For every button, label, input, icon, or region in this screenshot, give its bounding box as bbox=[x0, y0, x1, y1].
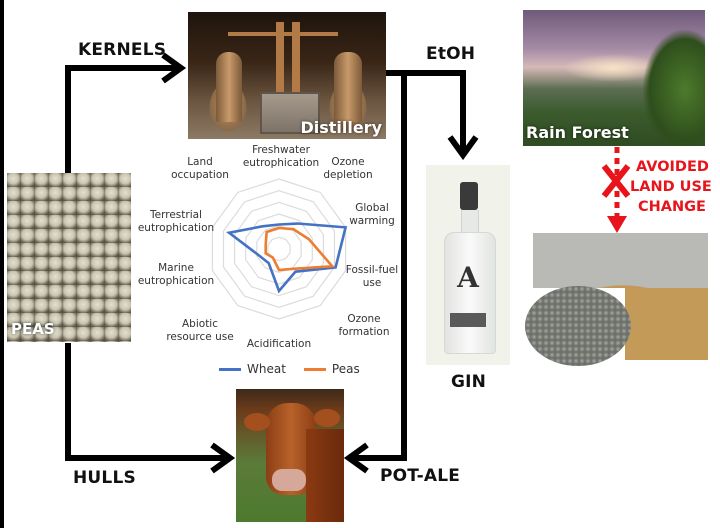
axis-label-line: eutrophication bbox=[137, 222, 215, 234]
axis-label-freshwater-eutrophication: Freshwater eutrophication bbox=[236, 144, 326, 170]
axis-label-line: Terrestrial bbox=[150, 209, 202, 221]
axis-label-line: depletion bbox=[323, 169, 373, 181]
chart-legend: Wheat Peas bbox=[219, 362, 360, 376]
radar-series-wheat bbox=[225, 222, 348, 294]
wheat-legend-swatch bbox=[219, 367, 241, 371]
axis-label-marine-eutrophication: Marine eutrophication bbox=[134, 262, 218, 288]
gin-bottle-photo: A bbox=[426, 165, 510, 365]
axis-label-line: Freshwater bbox=[252, 144, 310, 156]
pot-ale-label: POT-ALE bbox=[380, 466, 461, 486]
kernels-arrowhead bbox=[161, 52, 187, 84]
hulls-arrowhead bbox=[210, 442, 236, 474]
distillery-caption: Distillery bbox=[300, 118, 382, 137]
axis-label-line: Ozone bbox=[331, 156, 365, 168]
radar-grid-ring bbox=[267, 236, 291, 262]
peas-legend-label: Peas bbox=[331, 362, 360, 376]
radar-series-peas bbox=[264, 226, 335, 272]
gin-label: GIN bbox=[451, 372, 487, 392]
axis-label-line: Land bbox=[187, 156, 213, 168]
radar-grid-ring bbox=[222, 190, 336, 308]
radar-grid-ring bbox=[256, 225, 302, 273]
axis-label-line: Ozone bbox=[347, 313, 381, 325]
axis-label-line: Abiotic bbox=[182, 318, 218, 330]
land-use-change-arrow bbox=[601, 147, 631, 233]
radar-grid-ring bbox=[211, 178, 347, 320]
avoided-land-use-change-label-2: LAND USE bbox=[630, 178, 712, 197]
axis-label-land-occupation: Land occupation bbox=[165, 156, 235, 182]
pot-ale-arrow-line bbox=[352, 73, 407, 461]
etoh-label: EtOH bbox=[426, 44, 476, 64]
kernels-label: KERNELS bbox=[78, 40, 167, 60]
axis-label-line: occupation bbox=[171, 169, 229, 181]
luc-line-2: LAND USE bbox=[630, 179, 712, 195]
feed-pellets-photo bbox=[525, 286, 631, 366]
cow-photo bbox=[236, 389, 344, 522]
axis-label-line: Fossil-fuel bbox=[345, 264, 399, 276]
rain-forest-caption: Rain Forest bbox=[526, 123, 629, 142]
kernels-arrow-line bbox=[65, 65, 180, 173]
rain-forest-photo: Rain Forest bbox=[523, 10, 705, 146]
axis-label-line: Marine bbox=[158, 262, 194, 274]
axis-label-terrestrial-eutrophication: Terrestrial eutrophication bbox=[134, 209, 218, 235]
axis-label-ozone-formation: Ozone formation bbox=[332, 313, 396, 339]
radar-grid-ring bbox=[234, 201, 324, 297]
radar-grid-ring bbox=[245, 213, 313, 285]
axis-label-line: eutrophication bbox=[242, 157, 320, 169]
axis-label-line: use bbox=[362, 277, 382, 289]
avoided-land-use-change-label-3: CHANGE bbox=[638, 198, 706, 217]
etoh-arrowhead bbox=[447, 135, 479, 161]
distillery-photo: Distillery bbox=[188, 12, 386, 139]
luc-line-1: AVOIDED bbox=[636, 159, 709, 175]
wheat-legend-label: Wheat bbox=[247, 362, 286, 376]
axis-label-line: formation bbox=[338, 326, 390, 338]
axis-label-global-warming: Global warming bbox=[340, 202, 404, 228]
axis-label-line: eutrophication bbox=[137, 275, 215, 287]
peas-caption: PEAS bbox=[11, 320, 55, 338]
axis-label-fossil-fuel-use: Fossil-fuel use bbox=[340, 264, 404, 290]
peas-photo: PEAS bbox=[7, 173, 131, 342]
hulls-arrow-line bbox=[65, 343, 228, 461]
axis-label-acidification: Acidification bbox=[242, 338, 316, 351]
hulls-label: HULLS bbox=[73, 468, 136, 488]
peas-legend-swatch bbox=[303, 367, 326, 371]
pot-ale-arrowhead bbox=[343, 442, 369, 474]
axis-label-line: Acidification bbox=[246, 338, 312, 350]
axis-label-ozone-depletion: Ozone depletion bbox=[316, 156, 380, 182]
avoided-land-use-change-label: AVOIDED bbox=[636, 158, 709, 177]
axis-label-line: resource use bbox=[166, 331, 234, 343]
axis-label-abiotic-resource-use: Abiotic resource use bbox=[164, 318, 236, 344]
luc-line-3: CHANGE bbox=[638, 199, 706, 215]
axis-label-line: Global bbox=[355, 202, 389, 214]
etoh-arrow-line bbox=[386, 70, 466, 152]
axis-label-line: warming bbox=[349, 215, 395, 227]
